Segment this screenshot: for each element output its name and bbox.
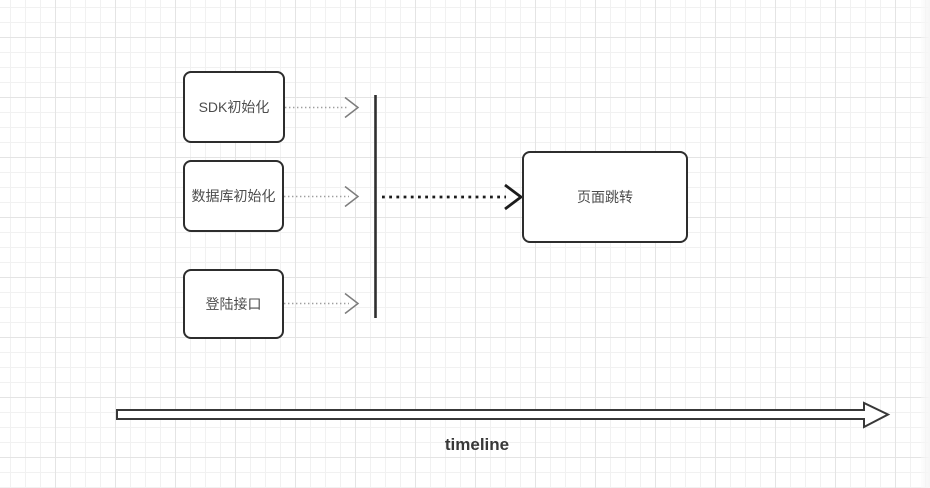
connector-login-to-bar[interactable] <box>284 292 360 315</box>
connector-bar-to-page[interactable] <box>382 183 524 211</box>
node-db-init[interactable]: 数据库初始化 <box>183 160 284 232</box>
node-page-redirect[interactable]: 页面跳转 <box>522 151 688 243</box>
node-sdk-init[interactable]: SDK初始化 <box>183 71 285 143</box>
open-arrowhead-icon <box>344 292 360 315</box>
node-login-api[interactable]: 登陆接口 <box>183 269 284 339</box>
timeline-label: timeline <box>444 435 510 454</box>
open-arrowhead-icon <box>504 183 524 211</box>
open-arrowhead-icon <box>344 96 360 119</box>
connector-sdk-to-bar[interactable] <box>285 96 360 119</box>
node-login-api-label: 登陆接口 <box>205 295 262 312</box>
open-arrowhead-icon <box>344 185 360 208</box>
node-sdk-init-label: SDK初始化 <box>198 98 270 115</box>
node-page-redirect-label: 页面跳转 <box>577 188 633 205</box>
timeline-arrow[interactable] <box>116 401 891 429</box>
connector-db-to-bar[interactable] <box>284 185 360 208</box>
canvas-edge <box>921 0 930 488</box>
node-db-init-label: 数据库初始化 <box>191 187 276 204</box>
